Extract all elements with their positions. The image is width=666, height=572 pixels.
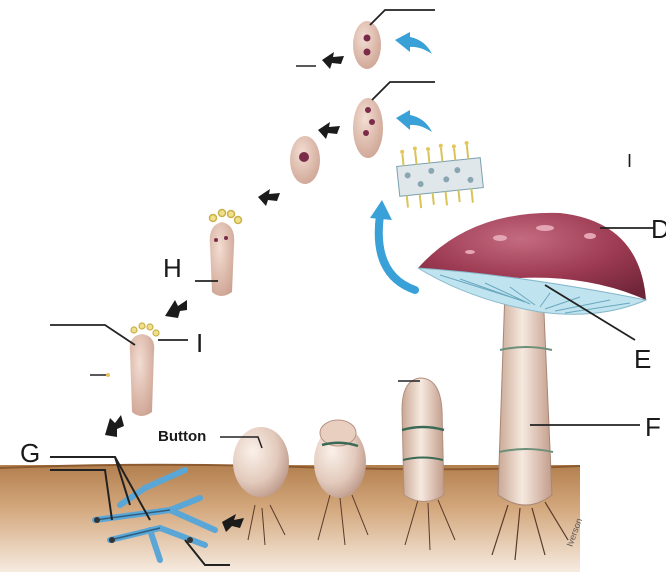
label-e: E xyxy=(634,346,651,372)
basidium-two-nuclei xyxy=(353,82,435,158)
soil xyxy=(0,465,580,572)
label-h: H xyxy=(163,255,182,281)
blue-arrow-gills-to-inset xyxy=(379,215,415,290)
gill-section-inset xyxy=(397,141,484,210)
blue-arrow-to-top-basidium xyxy=(395,32,432,54)
label-i-upper: I xyxy=(627,152,632,170)
basidium-spore-release xyxy=(50,323,188,416)
basidium-fused-nucleus xyxy=(290,136,320,184)
hypha-tip xyxy=(94,517,100,523)
blue-arrowhead xyxy=(370,200,392,220)
dark-arrow-3 xyxy=(258,189,280,206)
dark-arrow-1 xyxy=(322,52,344,69)
basidium-two-nuclei-top xyxy=(353,10,435,69)
label-g: G xyxy=(20,440,40,466)
dark-arrow-2 xyxy=(318,122,340,139)
label-f: F xyxy=(645,414,661,440)
label-d: D xyxy=(651,216,666,242)
label-i-lower: I xyxy=(196,330,203,356)
basidium-with-spores xyxy=(195,210,242,297)
blue-arrow-to-basidium xyxy=(396,110,432,132)
hypha-tip xyxy=(109,537,115,543)
dark-arrow-4 xyxy=(165,300,187,318)
label-button: Button xyxy=(158,429,206,444)
dark-arrow-5 xyxy=(105,415,124,437)
